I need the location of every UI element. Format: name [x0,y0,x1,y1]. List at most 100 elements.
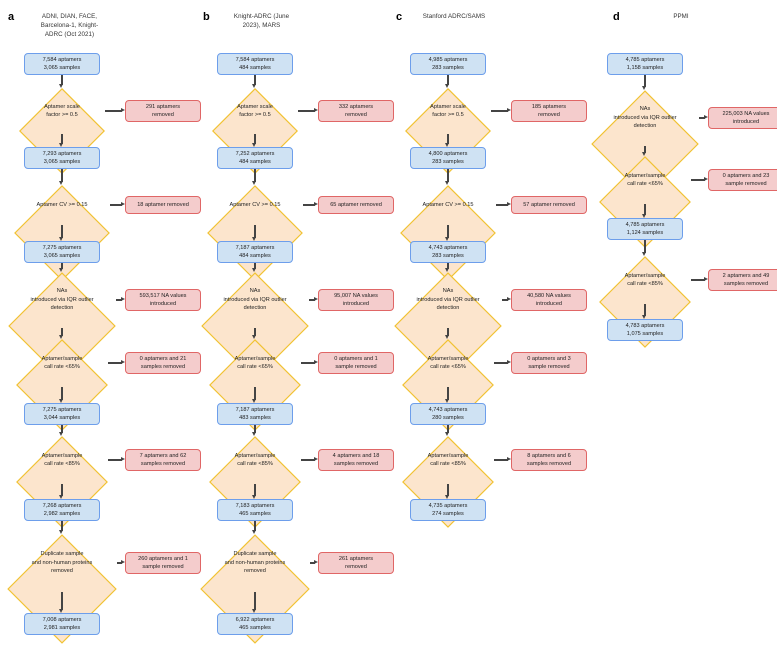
node-d1r: 225,003 NA values introduced [708,107,777,129]
node-text-d4r: 2 aptamers and 49 samples removed [722,272,770,287]
node-b5r: 95,007 NA values introduced [318,289,394,311]
node-text-b3r: 65 aptamer removed [330,201,382,208]
connector-arrow-down [59,237,64,241]
node-text-a5: NAs introduced via IQR outlier detection [30,288,94,312]
node-text-a8: Aptamer/sample call rate <85% [41,452,83,467]
connector-vertical [447,425,449,433]
node-text-a9: 7,268 aptamers 2,982 samples [42,502,82,517]
node-text-c3r: 57 aptamer removed [523,201,575,208]
node-text-b8: Aptamer/sample call rate <85% [234,452,276,467]
connector-vertical [61,521,63,531]
connector-arrow-down [642,214,647,218]
panel-title-d: PPMI [673,13,689,20]
node-b7: 7,187 aptamers 483 samples [217,403,293,425]
connector-vertical [254,521,256,531]
node-text-c6: Aptamer/sample call rate <65% [427,355,469,370]
connector-arrow-right [121,202,125,207]
connector-arrow-right [507,297,511,302]
connector-arrow-right [507,202,511,207]
connector-arrow-down [445,495,450,499]
node-text-b10: Duplicate sample and non-human proteins … [224,551,286,575]
node-d1: NAs introduced via IQR outlier detection [591,90,699,146]
node-c5r: 40,580 NA values introduced [511,289,587,311]
connector-arrow-down [59,432,64,436]
connector-arrow-down [252,432,257,436]
node-text-b11: 6,922 aptamers 465 samples [235,616,275,631]
connector-vertical [254,75,256,85]
connector-arrow-down [642,315,647,319]
connector-arrow-down [252,84,257,88]
connector-vertical [644,204,646,215]
connector-horizontal [105,110,122,112]
node-text-a2: 7,293 aptamers 3,065 samples [42,150,82,165]
connector-horizontal [491,110,508,112]
node-d3: 4,785 aptamers 1,124 samples [607,218,683,240]
connector-arrow-right [704,277,708,282]
connector-vertical [254,328,256,336]
connector-arrow-right [314,297,318,302]
connector-horizontal [117,562,122,564]
connector-vertical [254,425,256,433]
connector-horizontal [310,562,315,564]
node-c3r: 57 aptamer removed [511,196,587,214]
connector-vertical [61,425,63,433]
connector-arrow-down [59,268,64,272]
node-text-b0: 7,584 aptamers 484 samples [235,56,275,71]
node-b3r: 65 aptamer removed [318,196,394,214]
connector-vertical [61,328,63,336]
node-b1r: 332 aptamers removed [318,100,394,122]
connector-arrow-down [642,252,647,256]
connector-arrow-down [445,335,450,339]
node-text-c7: 4,743 aptamers 280 samples [428,406,468,421]
connector-arrow-right [507,360,511,365]
node-c0: 4,985 aptamers 283 samples [410,53,486,75]
panel-letter-c: c [396,11,403,23]
node-c7: 4,743 aptamers 280 samples [410,403,486,425]
connector-arrow-down [445,399,450,403]
connector-vertical [254,134,256,144]
connector-vertical [254,592,256,610]
connector-arrow-down [252,237,257,241]
connector-horizontal [301,362,315,364]
connector-arrow-down [59,181,64,185]
connector-arrow-down [642,152,647,156]
connector-arrow-right [314,202,318,207]
node-a11: 7,008 aptamers 2,981 samples [24,613,100,635]
connector-arrow-down [59,609,64,613]
node-text-b8r: 4 aptamers and 18 samples removed [332,452,380,467]
node-text-c1: Aptamer scale factor >= 0.5 [430,103,466,118]
connector-arrow-down [445,237,450,241]
node-c4: 4,743 aptamers 283 samples [410,241,486,263]
node-text-b1r: 332 aptamers removed [338,103,374,118]
connector-vertical [644,240,646,253]
node-text-b9: 7,183 aptamers 465 samples [235,502,275,517]
node-d2r: 0 aptamers and 23 sample removed [708,169,777,191]
connector-arrow-down [59,335,64,339]
node-a3r: 18 aptamer removed [125,196,201,214]
connector-arrow-right [314,108,318,113]
node-d4: Aptamer/sample call rate <85% [599,256,691,304]
connector-arrow-down [252,399,257,403]
connector-arrow-right [121,560,125,565]
connector-horizontal [691,179,705,181]
node-text-a4: 7,275 aptamers 3,065 samples [42,244,82,259]
connector-arrow-right [121,108,125,113]
connector-vertical [644,304,646,316]
connector-vertical [61,169,63,182]
node-text-a6r: 0 aptamers and 21 samples removed [139,355,187,370]
node-b4: 7,187 aptamers 484 samples [217,241,293,263]
connector-horizontal [110,204,122,206]
node-b9: 7,183 aptamers 465 samples [217,499,293,521]
connector-arrow-right [121,360,125,365]
panel-title-b: Knight-ADRC (June 2023), MARS [233,13,290,29]
connector-arrow-down [59,143,64,147]
connector-vertical [447,169,449,182]
node-text-c2: 4,800 aptamers 283 samples [428,150,468,165]
node-text-c5r: 40,580 NA values introduced [527,292,571,307]
node-a5: NAs introduced via IQR outlier detection [8,272,116,328]
connector-vertical [644,75,646,87]
node-a7: 7,275 aptamers 3,044 samples [24,403,100,425]
panel-title-a: ADNI, DIAN, FACE, Barcelona-1, Knight- A… [40,13,99,38]
connector-vertical [61,387,63,400]
